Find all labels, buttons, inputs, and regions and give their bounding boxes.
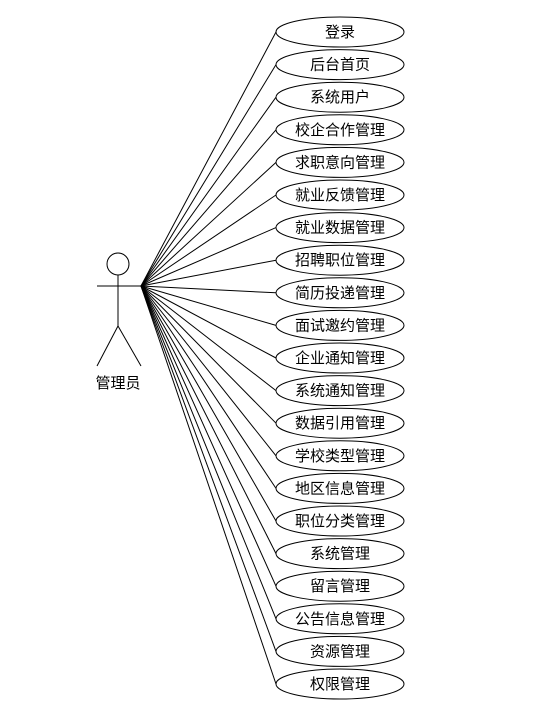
association-line — [140, 285, 277, 424]
association-line — [140, 285, 277, 359]
use-case-ellipse — [275, 472, 405, 504]
use-case: 学校类型管理 — [275, 440, 405, 472]
use-case: 面试邀约管理 — [275, 309, 405, 341]
association-line — [140, 285, 277, 652]
actor-left-leg — [96, 325, 119, 367]
use-case-ellipse — [275, 277, 405, 309]
use-case: 就业反馈管理 — [275, 179, 405, 211]
association-line — [140, 162, 277, 287]
association-line — [140, 285, 277, 391]
actor-right-leg — [117, 325, 142, 367]
use-case-ellipse — [275, 635, 405, 667]
use-case: 公告信息管理 — [275, 603, 405, 635]
association-line — [140, 64, 277, 287]
use-case: 就业数据管理 — [275, 212, 405, 244]
use-case: 登录 — [275, 16, 405, 48]
association-line — [140, 194, 277, 287]
use-case: 资源管理 — [275, 635, 405, 667]
use-case-label: 企业通知管理 — [295, 349, 385, 367]
use-case: 系统管理 — [275, 538, 405, 570]
use-case-ellipse — [275, 146, 405, 178]
use-case-ellipse — [275, 309, 405, 341]
use-case: 后台首页 — [275, 49, 405, 81]
use-case-label: 系统通知管理 — [295, 382, 385, 400]
use-case: 校企合作管理 — [275, 114, 405, 146]
association-lines — [140, 31, 277, 685]
use-case-ellipse — [275, 342, 405, 374]
actor-head — [106, 252, 130, 276]
use-case-ellipse — [275, 244, 405, 276]
use-case: 权限管理 — [275, 668, 405, 700]
use-cases: 登录后台首页系统用户校企合作管理求职意向管理就业反馈管理就业数据管理招聘职位管理… — [275, 16, 405, 700]
use-case-label: 公告信息管理 — [295, 610, 385, 628]
use-case-label: 系统用户 — [310, 88, 370, 106]
use-case-ellipse — [275, 570, 405, 602]
use-case-label: 招聘职位管理 — [295, 251, 385, 269]
use-case-label: 校企合作管理 — [295, 121, 385, 139]
use-case-label: 权限管理 — [310, 675, 370, 693]
use-case-ellipse — [275, 668, 405, 700]
use-case-label: 就业数据管理 — [295, 219, 385, 237]
use-case-ellipse — [275, 16, 405, 48]
association-line — [140, 285, 277, 685]
association-line — [140, 285, 277, 554]
use-case: 企业通知管理 — [275, 342, 405, 374]
use-case: 系统用户 — [275, 81, 405, 113]
use-case: 地区信息管理 — [275, 472, 405, 504]
use-case-label: 学校类型管理 — [295, 447, 385, 465]
association-line — [140, 129, 277, 287]
association-line — [140, 31, 277, 287]
association-line — [140, 285, 277, 489]
use-case-label: 地区信息管理 — [295, 479, 385, 497]
association-line — [140, 227, 277, 287]
association-line — [140, 285, 277, 294]
association-line — [140, 285, 277, 587]
use-case-ellipse — [275, 407, 405, 439]
use-case-label: 就业反馈管理 — [295, 186, 385, 204]
association-line — [140, 285, 277, 619]
use-case-ellipse — [275, 49, 405, 81]
use-case-label: 登录 — [325, 23, 355, 41]
use-case-ellipse — [275, 375, 405, 407]
use-case-label: 系统管理 — [310, 545, 370, 563]
use-case-ellipse — [275, 114, 405, 146]
use-case-label: 数据引用管理 — [295, 414, 385, 432]
use-case-label: 留言管理 — [310, 577, 370, 595]
use-case-ellipse — [275, 440, 405, 472]
use-case-label: 职位分类管理 — [295, 512, 385, 530]
use-case-label: 求职意向管理 — [295, 153, 385, 171]
use-case: 求职意向管理 — [275, 146, 405, 178]
association-line — [140, 259, 277, 287]
use-case-label: 资源管理 — [310, 642, 370, 660]
use-case-label: 后台首页 — [310, 56, 370, 74]
use-case: 数据引用管理 — [275, 407, 405, 439]
use-case-ellipse — [275, 212, 405, 244]
association-line — [140, 96, 277, 287]
association-line — [140, 285, 277, 457]
use-case: 系统通知管理 — [275, 375, 405, 407]
use-case: 简历投递管理 — [275, 277, 405, 309]
association-line — [140, 285, 277, 326]
use-case-ellipse — [275, 603, 405, 635]
actor-label: 管理员 — [95, 374, 140, 392]
use-case: 职位分类管理 — [275, 505, 405, 537]
use-case-label: 面试邀约管理 — [295, 316, 385, 334]
use-case-label: 简历投递管理 — [295, 284, 385, 302]
association-line — [140, 285, 277, 522]
use-case-ellipse — [275, 538, 405, 570]
use-case-ellipse — [275, 81, 405, 113]
use-case: 招聘职位管理 — [275, 244, 405, 276]
use-case-ellipse — [275, 505, 405, 537]
use-case-ellipse — [275, 179, 405, 211]
use-case: 留言管理 — [275, 570, 405, 602]
actor-admin: 管理员 — [95, 252, 142, 392]
